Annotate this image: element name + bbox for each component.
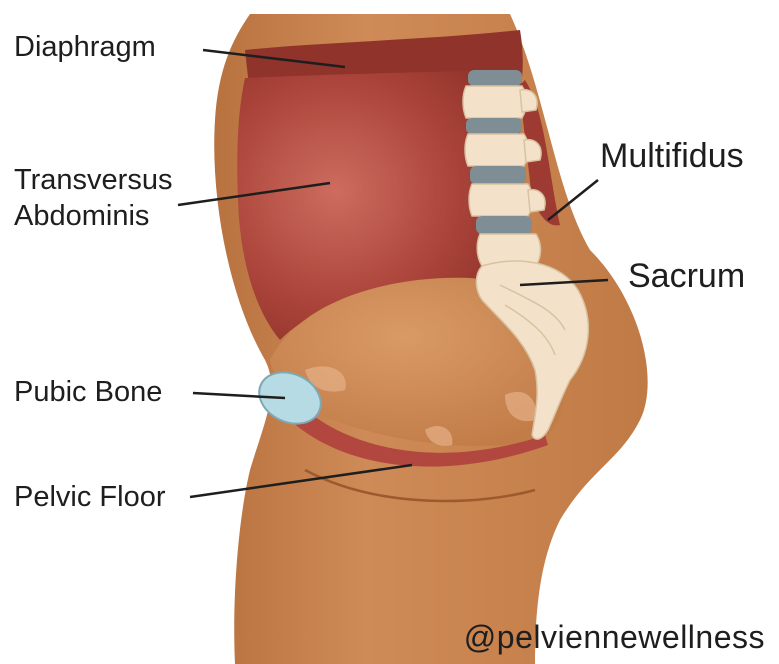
disc [476,216,532,234]
vertebra [463,86,527,118]
label-sacrum: Sacrum [628,257,745,295]
watermark-handle: @pelviennewellness [464,619,765,656]
label-pubic-bone: Pubic Bone [14,375,162,409]
label-transversus-line2: Abdominis [14,199,149,233]
disc [468,70,522,86]
label-multifidus: Multifidus [600,137,744,175]
label-pelvic-floor: Pelvic Floor [14,480,166,514]
disc [470,166,526,184]
label-transversus-line1: Transversus [14,163,172,197]
vertebra [465,134,529,166]
label-diaphragm: Diaphragm [14,30,156,64]
vertebra [469,184,533,216]
disc [466,118,522,134]
